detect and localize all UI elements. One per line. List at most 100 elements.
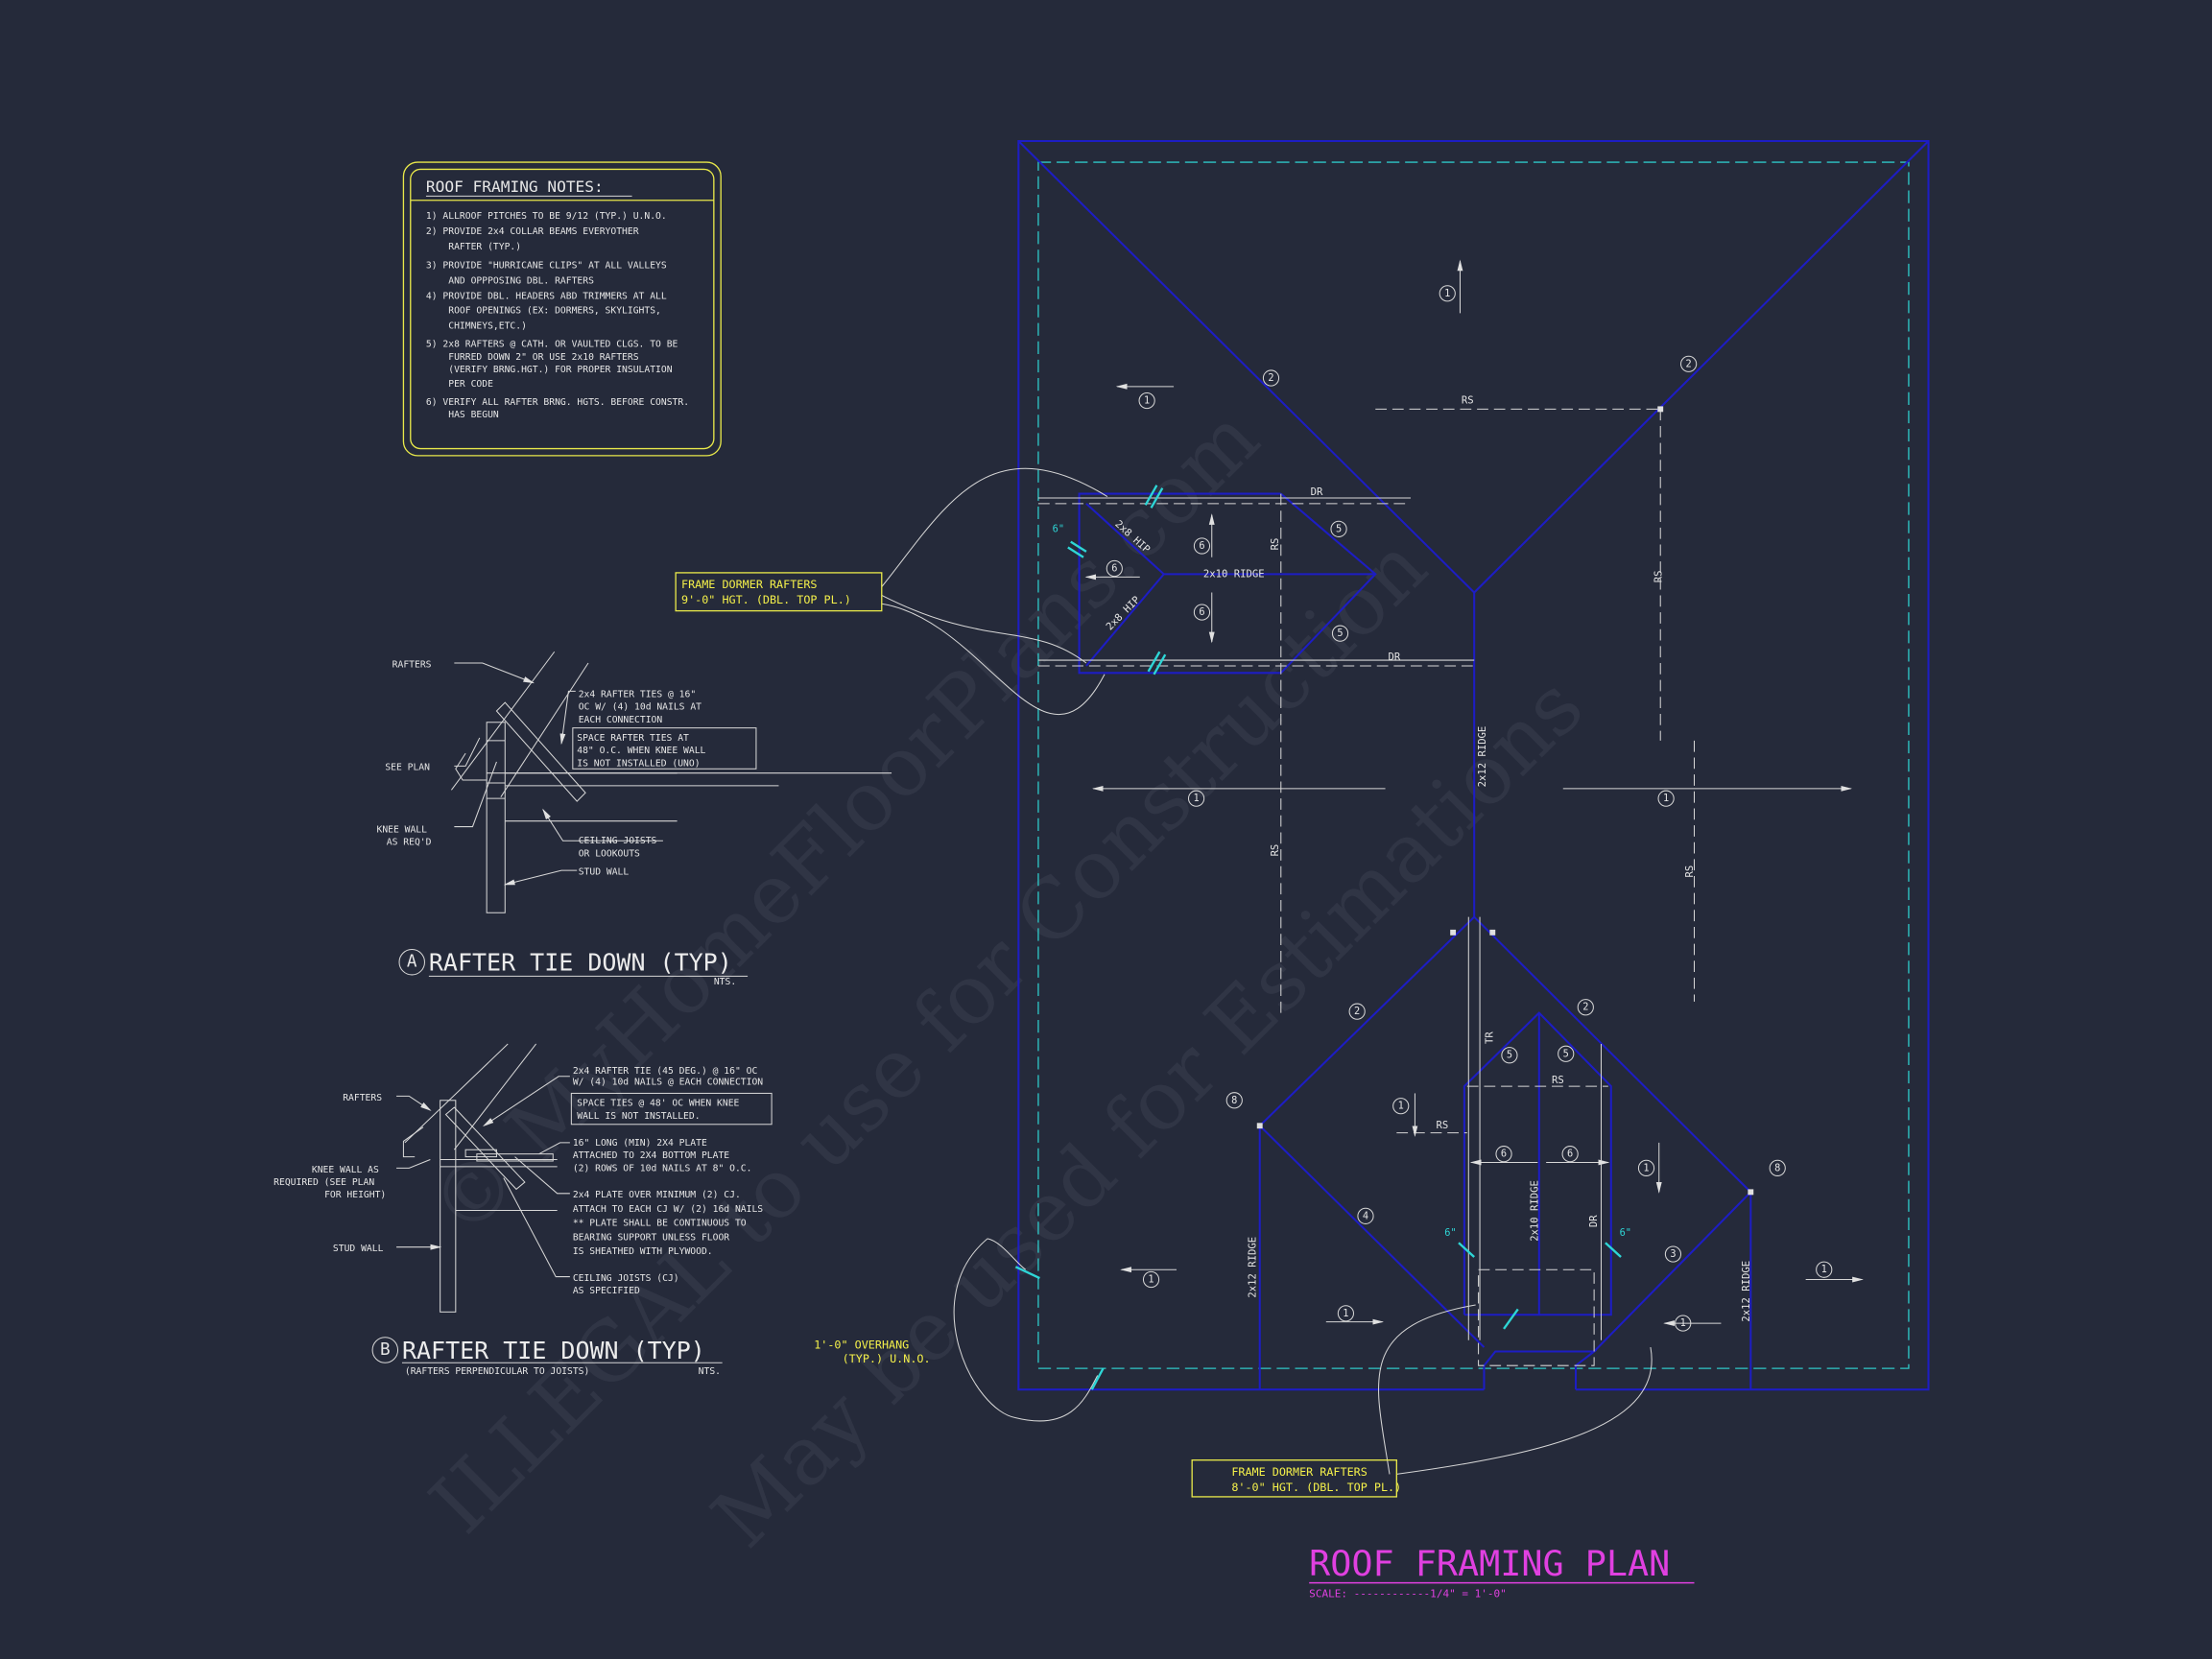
- marker-circle: [1577, 999, 1594, 1016]
- label-rs: RS: [1684, 865, 1696, 878]
- callout-lower-dormer: 8'-0" HGT. (DBL. TOP PL.): [1231, 1481, 1401, 1494]
- label-space-ties: SPACE TIES @ 48' OC WHEN KNEE: [577, 1099, 739, 1109]
- marker-number: 1: [1821, 1264, 1827, 1275]
- label-dormer-ridge: 2x10 RIDGE: [1529, 1180, 1540, 1242]
- note-line: 5) 2x8 RAFTERS @ CATH. OR VAULTED CLGS. …: [426, 340, 678, 350]
- label-knee-wall: KNEE WALL: [376, 824, 427, 835]
- marker-circle: [1193, 537, 1211, 555]
- marker-circle: [1337, 1305, 1355, 1322]
- marker-number: 1: [1444, 288, 1450, 299]
- label-dr: DR: [1389, 652, 1401, 663]
- label-rs: RS: [1270, 844, 1281, 857]
- label-dormer-ridge: 2x10 RIDGE: [1203, 568, 1265, 580]
- note-line: (VERIFY BRNG.HGT.) FOR PROPER INSULATION: [426, 365, 673, 375]
- roof-outline: [1017, 139, 1930, 1391]
- label-rs: RS: [1270, 538, 1281, 551]
- marker-circle: [1495, 1146, 1512, 1163]
- label-rafter-ties: EACH CONNECTION: [579, 715, 663, 725]
- plan-scale: SCALE: ------------1/4" = 1'-0": [1309, 1587, 1507, 1600]
- label-ridge: 2x12 RIDGE: [1741, 1261, 1752, 1322]
- note-line: 6) VERIFY ALL RAFTER BRNG. HGTS. BEFORE …: [426, 397, 689, 408]
- overhang-line: [1037, 161, 1910, 1369]
- marker-circle: [1561, 1146, 1579, 1163]
- callout-lower-dormer-box: [1191, 1459, 1397, 1498]
- note-line: ROOF OPENINGS (EX: DORMERS, SKYLIGHTS,: [426, 305, 661, 316]
- label-ceiling-joists: CEILING JOISTS (CJ): [573, 1273, 679, 1284]
- label-dr: DR: [1588, 1215, 1600, 1227]
- marker-circle: [1225, 1092, 1243, 1109]
- label-rafter-tie: W/ (4) 10d NAILS @ EACH CONNECTION: [573, 1078, 763, 1088]
- marker-number: 1: [1680, 1317, 1686, 1329]
- detail-b-subtitle: (RAFTERS PERPENDICULAR TO JOISTS): [405, 1366, 589, 1377]
- label-six-inch: 6": [1053, 523, 1064, 534]
- label-ceiling-joists: OR LOOKOUTS: [579, 848, 640, 859]
- label-ceiling-joists: CEILING JOISTS: [579, 836, 657, 846]
- label-rafters: RAFTERS: [343, 1093, 382, 1103]
- marker-number: 5: [1563, 1048, 1569, 1059]
- marker-circle: [1193, 604, 1211, 621]
- callout-overhang: 1'-0" OVERHANG: [814, 1339, 909, 1352]
- marker-circle: [1138, 391, 1155, 410]
- marker-circle: [1106, 559, 1123, 578]
- marker-number: 6: [1199, 540, 1204, 552]
- detail-a-title: RAFTER TIE DOWN (TYP): [429, 949, 732, 977]
- marker-number: 2: [1582, 1002, 1588, 1013]
- marker-number: 2: [1354, 1006, 1360, 1017]
- marker-circle: [1816, 1261, 1833, 1278]
- marker-circle: [1558, 1045, 1575, 1062]
- label-plate-over: ** PLATE SHALL BE CONTINUOUS TO: [573, 1219, 747, 1229]
- marker-number: 6: [1567, 1149, 1573, 1160]
- marker-number: 4: [1363, 1210, 1368, 1221]
- marker-circle: [1330, 520, 1347, 537]
- marker-circle: [1439, 285, 1456, 302]
- label-knee-wall: AS REQ'D: [387, 838, 432, 848]
- label-rafter-ties: OC W/ (4) 10d NAILS AT: [579, 702, 702, 713]
- label-plate-over: BEARING SUPPORT UNLESS FLOOR: [573, 1232, 729, 1243]
- label-space-ties: IS NOT INSTALLED (UNO): [577, 758, 700, 769]
- lower-dormer: [1463, 1011, 1612, 1316]
- callout-upper-dormer-box: [675, 572, 883, 612]
- label-space-ties: WALL IS NOT INSTALLED.: [577, 1111, 700, 1122]
- marker-circle: [1262, 369, 1280, 387]
- label-knee-wall: KNEE WALL AS: [312, 1165, 379, 1175]
- label-plate-over: IS SHEATHED WITH PLYWOOD.: [573, 1246, 713, 1257]
- marker-number: 1: [1343, 1308, 1348, 1319]
- marker-number: 8: [1231, 1095, 1237, 1106]
- label-stud-wall: STUD WALL: [333, 1244, 384, 1254]
- label-rs: RS: [1653, 570, 1665, 582]
- marker-number: 3: [1670, 1248, 1676, 1260]
- note-line: RAFTER (TYP.): [426, 242, 521, 252]
- note-line: 3) PROVIDE "HURRICANE CLIPS" AT ALL VALL…: [426, 260, 667, 271]
- marker-circle: [1657, 790, 1675, 807]
- label-rafter-ties: 2x4 RAFTER TIES @ 16": [579, 689, 696, 699]
- label-plate-over: ATTACH TO EACH CJ W/ (2) 16d NAILS: [573, 1204, 763, 1215]
- marker-circle: [1357, 1207, 1374, 1224]
- detail-a-nts: NTS.: [714, 977, 736, 987]
- detail-b-title: RAFTER TIE DOWN (TYP): [402, 1337, 705, 1364]
- marker-circle: [1680, 355, 1698, 372]
- label-rs: RS: [1462, 394, 1474, 406]
- label-ridge: 2x12 RIDGE: [1247, 1237, 1258, 1298]
- label-main-ridge: 2x12 RIDGE: [1477, 726, 1488, 788]
- callout-upper-dormer: 9'-0" HGT. (DBL. TOP PL.): [681, 593, 851, 606]
- marker-circle: [1331, 625, 1349, 642]
- note-line: FURRED DOWN 2" OR USE 2x10 RAFTERS: [426, 352, 639, 363]
- label-knee-wall: REQUIRED (SEE PLAN: [274, 1177, 374, 1188]
- label-rafters: RAFTERS: [392, 659, 432, 670]
- marker-circle: [1187, 790, 1205, 807]
- label-rs: RS: [1436, 1120, 1448, 1131]
- marker-circle: [1142, 1270, 1160, 1289]
- marker-number: 1: [1663, 793, 1669, 804]
- label-tr: TR: [1484, 1031, 1495, 1044]
- marker-number: 5: [1507, 1050, 1512, 1061]
- marker-number: 5: [1336, 523, 1342, 534]
- label-rs: RS: [1552, 1075, 1564, 1086]
- marker-number: 8: [1774, 1162, 1780, 1173]
- label-plate-over: 2x4 PLATE OVER MINIMUM (2) CJ.: [573, 1190, 741, 1200]
- label-plate: 16" LONG (MIN) 2X4 PLATE: [573, 1138, 707, 1149]
- marker-circle: [1769, 1159, 1786, 1176]
- note-line: 2) PROVIDE 2x4 COLLAR BEAMS EVERYOTHER: [426, 226, 639, 237]
- marker-number: 6: [1111, 563, 1117, 575]
